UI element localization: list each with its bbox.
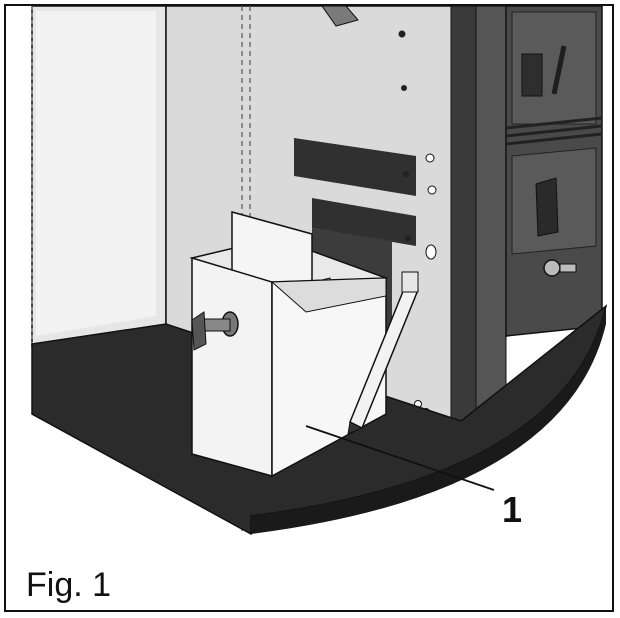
- release-rod-holder: [401, 271, 419, 293]
- cash-box-side: [191, 256, 273, 477]
- mounting-hole: [427, 185, 437, 195]
- dark-panel-middle: [312, 198, 416, 246]
- door-frame-inner: [475, 6, 507, 437]
- top-bracket: [321, 6, 359, 27]
- door-key-icon: [559, 263, 577, 273]
- floor-edge: [251, 306, 606, 534]
- screw-hole: [405, 235, 411, 241]
- release-rod-tip: [347, 421, 364, 435]
- technical-illustration: [31, 6, 608, 536]
- figure-caption: Fig. 1: [26, 566, 112, 604]
- door-frame-column: [450, 6, 477, 443]
- slot-mark-icon: [551, 45, 567, 95]
- dark-panel-upper: [294, 138, 416, 196]
- screw-hole: [398, 30, 406, 38]
- screw-hole: [403, 171, 409, 177]
- callout-label-1: 1: [502, 489, 523, 530]
- cash-box-lid-flap: [270, 277, 387, 313]
- cash-box-key-bow-icon: [191, 311, 207, 351]
- mounting-hole: [425, 153, 435, 163]
- door-trim-line: [505, 124, 603, 138]
- callout-leader-line: [305, 425, 495, 491]
- screw-hole: [401, 85, 407, 91]
- door-trim-line: [505, 132, 603, 146]
- door-trim-line: [505, 116, 603, 130]
- coin-return-lever-icon: [535, 177, 559, 237]
- coin-slot-icon: [521, 53, 543, 97]
- left-wall-inner-panel: [36, 11, 156, 336]
- cash-box-key-shaft-icon: [201, 318, 231, 332]
- figure-frame: 1 Fig. 1: [4, 4, 614, 612]
- door-lock-icon: [543, 259, 561, 277]
- mounting-slot: [425, 244, 437, 260]
